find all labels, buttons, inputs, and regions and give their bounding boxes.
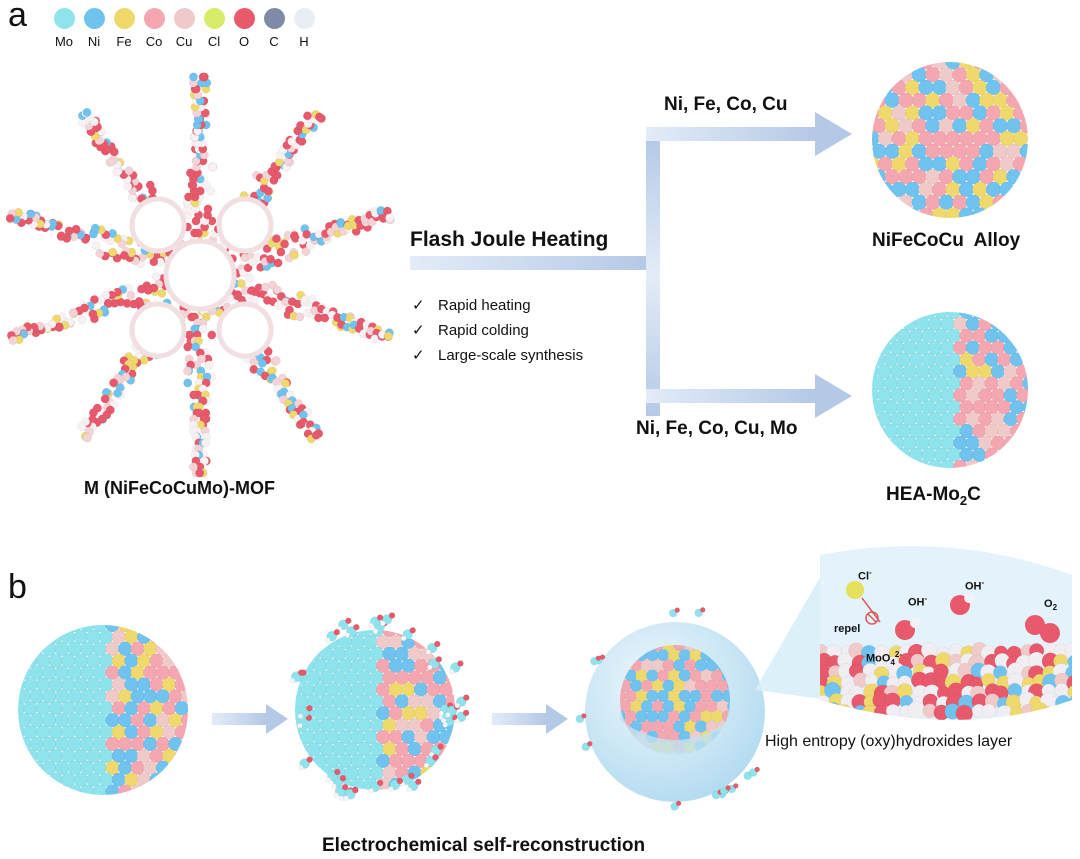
- legend-label: C: [262, 34, 286, 49]
- repel-label: repel: [834, 623, 860, 635]
- legend-item-cl: Cl: [202, 8, 226, 49]
- oh-label-2: OH-: [965, 578, 984, 593]
- hea-sphere-initial: [11, 618, 195, 799]
- legend-item-co: Co: [142, 8, 166, 49]
- legend-swatch: [264, 8, 285, 29]
- route-bottom-label: Ni, Fe, Co, Cu, Mo: [636, 418, 798, 440]
- reconstruction-caption: Electrochemical self-reconstruction: [322, 835, 645, 857]
- legend-label: Fe: [112, 34, 136, 49]
- alloy-sphere: [865, 55, 1035, 223]
- layer-label: High entropy (oxy)hydroxides layer: [765, 733, 1012, 751]
- main-arrow-shaft: [410, 256, 650, 270]
- legend-label: O: [232, 34, 256, 49]
- legend-item-fe: Fe: [112, 8, 136, 49]
- check-mark-icon: ✓: [412, 346, 438, 364]
- check-item: ✓Rapid heating: [412, 296, 531, 314]
- legend-swatch: [144, 8, 165, 29]
- o2-label: O2: [1044, 598, 1057, 612]
- legend-label: Co: [142, 34, 166, 49]
- bottom-arrow-head: [815, 374, 852, 418]
- check-text: Large-scale synthesis: [438, 347, 583, 364]
- check-item: ✓Large-scale synthesis: [412, 346, 583, 364]
- top-arrow-head: [815, 112, 852, 156]
- legend-label: Mo: [52, 34, 76, 49]
- check-mark-icon: ✓: [412, 296, 438, 314]
- inset-surface: [812, 642, 1080, 722]
- cl-ion: [846, 581, 864, 599]
- legend-swatch: [234, 8, 255, 29]
- legend-label: H: [292, 34, 316, 49]
- check-mark-icon: ✓: [412, 321, 438, 339]
- cl-label: Cl-: [858, 568, 872, 583]
- mof-label: M (NiFeCoCuMo)-MOF: [84, 478, 275, 499]
- process-title: Flash Joule Heating: [410, 228, 608, 252]
- process-arrows: [410, 112, 852, 418]
- legend-item-h: H: [292, 8, 316, 49]
- legend-item-mo: Mo: [52, 8, 76, 49]
- legend-swatch: [54, 8, 75, 29]
- bottom-arrow-shaft: [646, 389, 816, 403]
- legend-swatch: [114, 8, 135, 29]
- moo4-label: MoO42-: [866, 650, 902, 667]
- mof-structure: [6, 73, 395, 477]
- legend-item-c: C: [262, 8, 286, 49]
- legend-label: Ni: [82, 34, 106, 49]
- route-top-label: Ni, Fe, Co, Cu: [664, 94, 788, 116]
- legend-swatch: [204, 8, 225, 29]
- legend-item-cu: Cu: [172, 8, 196, 49]
- check-text: Rapid heating: [438, 297, 531, 314]
- oh-label-1: OH-: [908, 594, 927, 609]
- zoom-cone: [755, 560, 830, 700]
- legend-swatch: [174, 8, 195, 29]
- top-arrow-shaft: [646, 127, 816, 141]
- check-text: Rapid colding: [438, 322, 529, 339]
- branch-arrow-trunk: [646, 136, 660, 416]
- legend-swatch: [84, 8, 105, 29]
- legend-item-ni: Ni: [82, 8, 106, 49]
- product-bottom-label: HEA-Mo2C: [886, 484, 981, 508]
- legend-item-o: O: [232, 8, 256, 49]
- product-top-label: NiFeCoCu Alloy: [872, 230, 1020, 252]
- legend-swatch: [294, 8, 315, 29]
- legend-label: Cl: [202, 34, 226, 49]
- hea-mo2c-sphere: [865, 305, 1037, 474]
- check-item: ✓Rapid colding: [412, 321, 529, 339]
- legend-label: Cu: [172, 34, 196, 49]
